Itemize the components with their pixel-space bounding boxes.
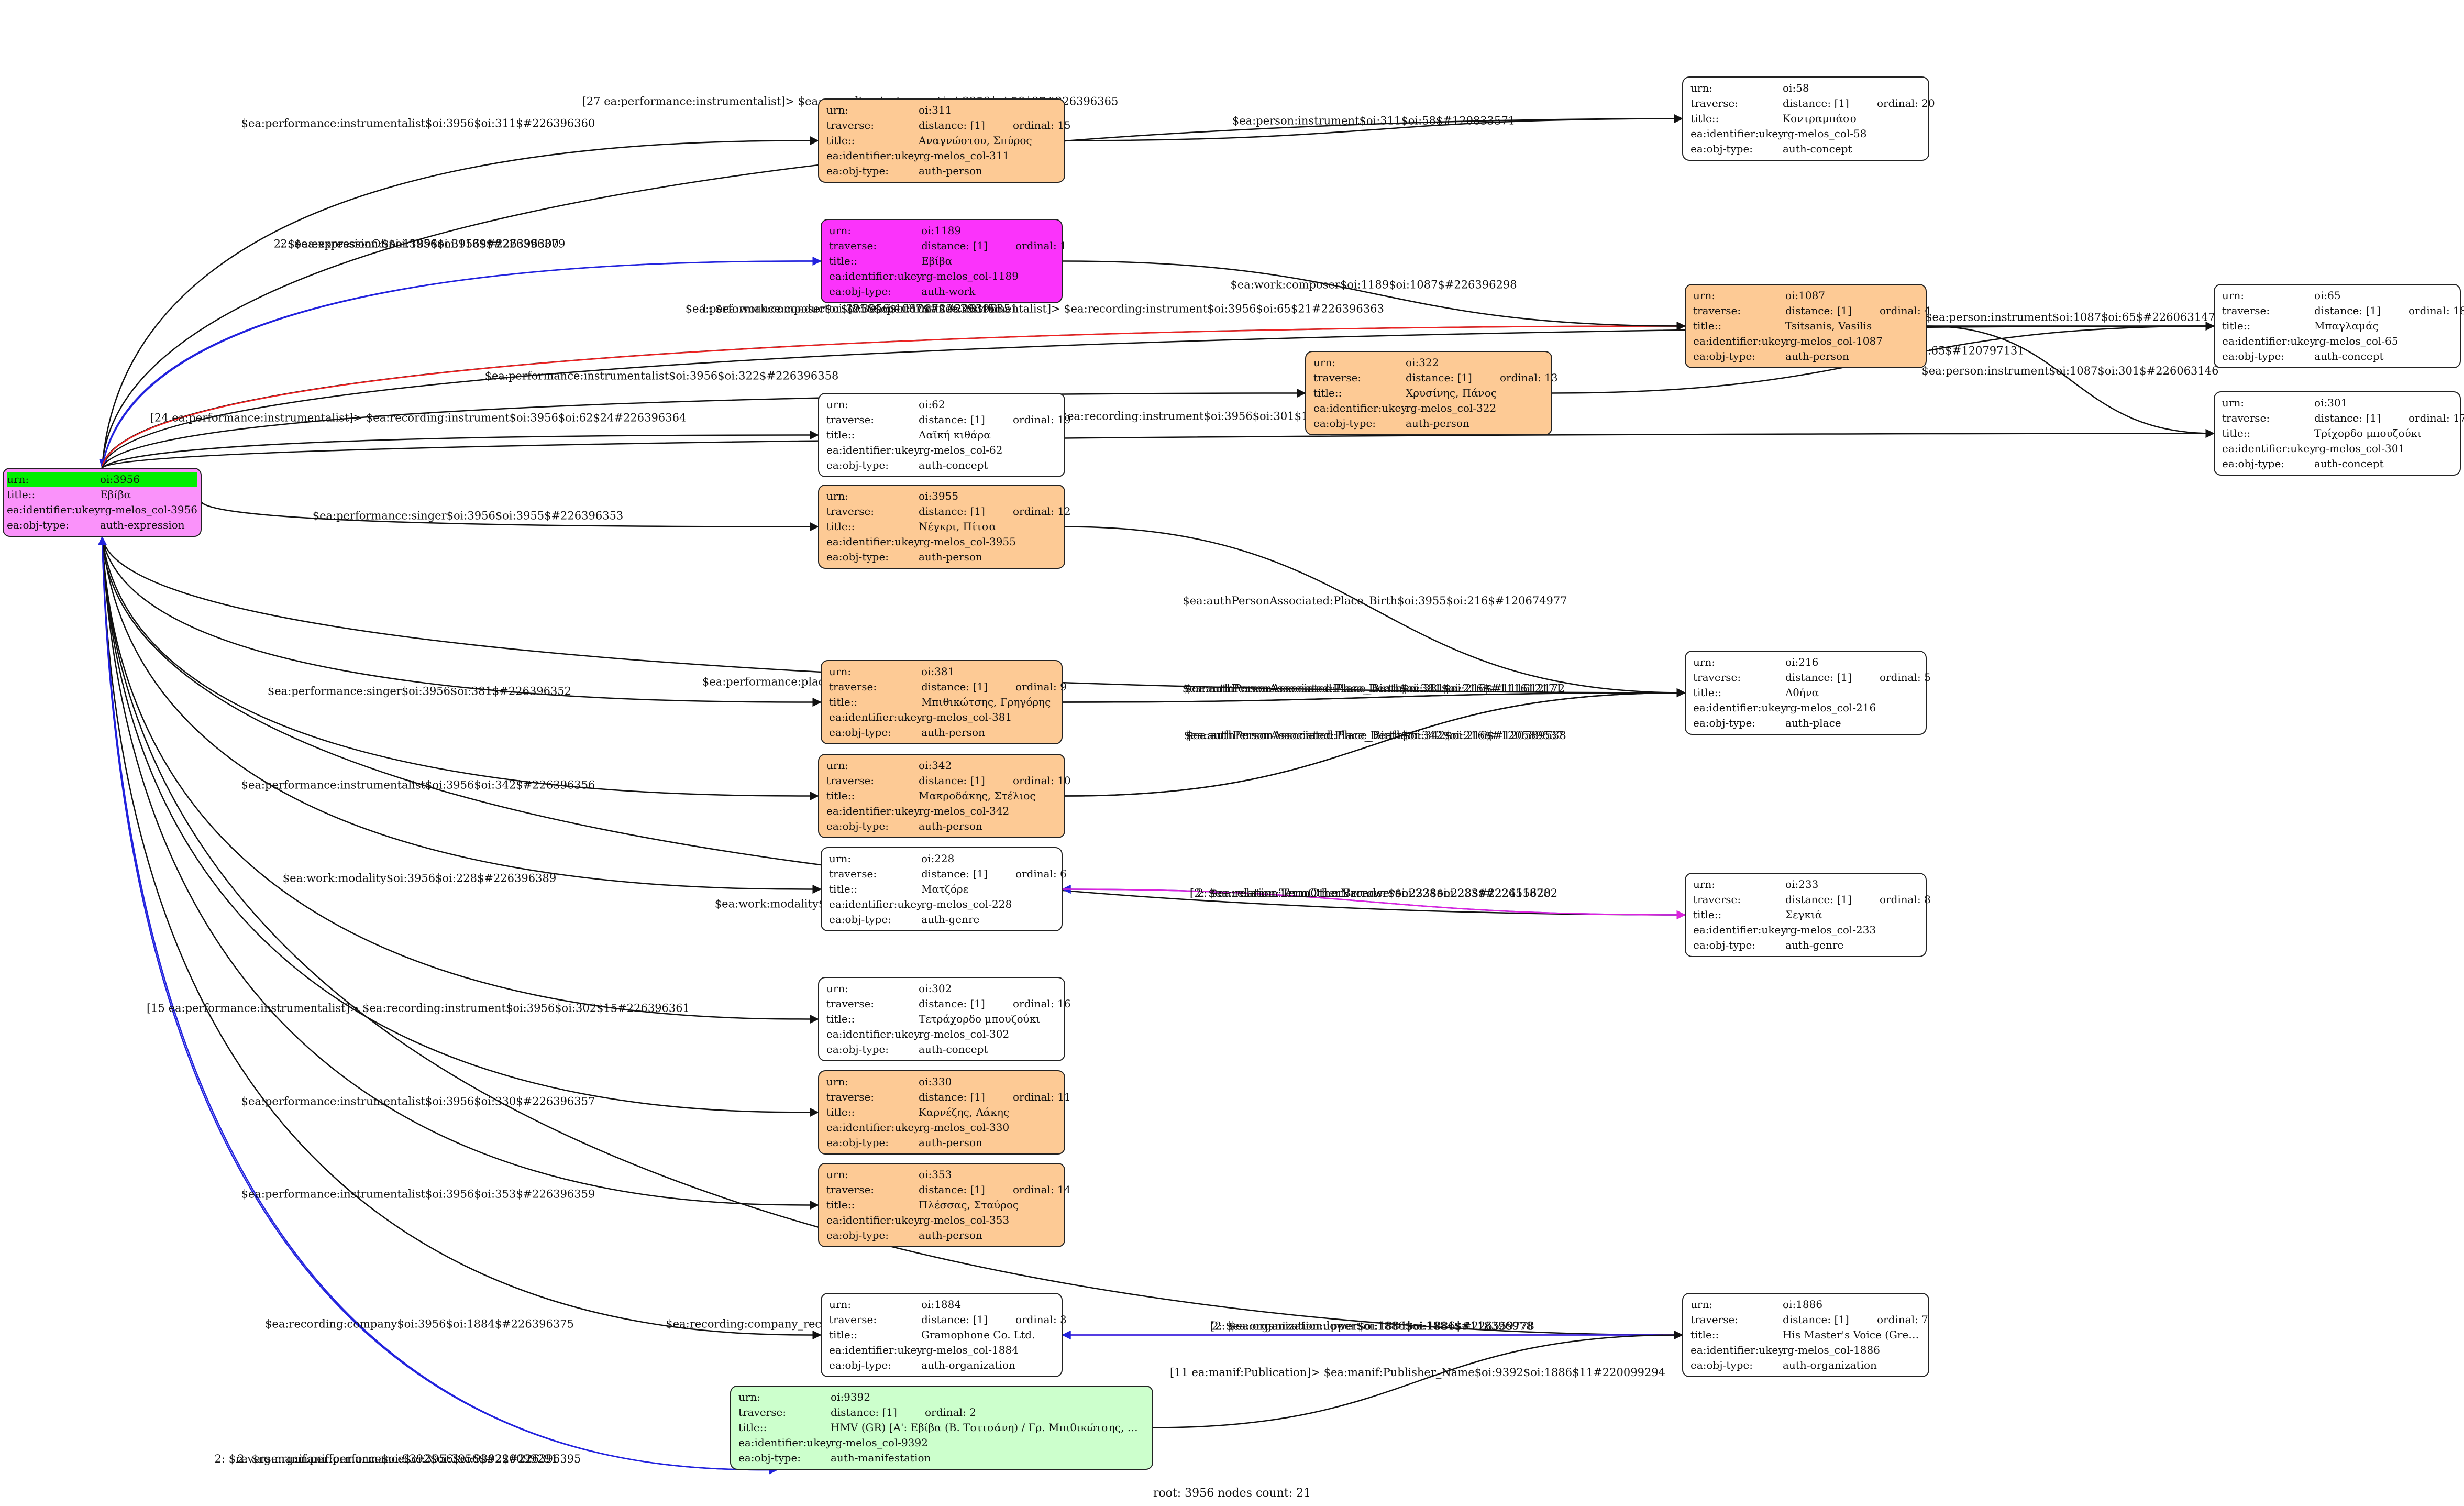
node-62[interactable]: urn:oi:62 traverse:distance: [1]ordinal:… [818,393,1071,477]
node-301[interactable]: urn:oi:301 traverse:distance: [1]ordinal… [2214,391,2464,476]
edge-label: [2: $ea:relation:TermOtherNarrower$oi:22… [1190,887,1557,899]
edge-label: $ea:authPersonAssociated:Place_Birth$oi:… [1186,729,1564,742]
edge-label: $ea:authPersonAssociated:Place_Death$oi:… [1183,683,1565,695]
edge-line [101,321,1686,468]
node-1886[interactable]: urn:oi:1886 traverse:distance: [1]ordina… [1682,1293,1929,1377]
edge-label: $ea:person:instrument$oi:311$oi:58$#1208… [1232,115,1515,127]
node-65[interactable]: urn:oi:65 traverse:distance: [1]ordinal:… [2214,284,2464,368]
edge-label: $ea:work:modality$oi:3956$oi:228$#226396… [283,872,556,885]
edge-label: [11 ea:manif:Publication]> $ea:manif:Pub… [1170,1366,1665,1379]
edge-line [101,536,822,707]
node-311[interactable]: urn:oi:311 traverse:distance: [1]ordinal… [818,98,1071,183]
edge-label: $ea:performance:instrumentalist$oi:3956$… [241,1188,595,1201]
edge-label: $ea:person:instrument$oi:1087$oi:65$#226… [1925,311,2215,324]
edge-label: 2: $ea:expressionOf:$oi:3956$oi:1189$#22… [274,238,566,250]
node-302[interactable]: urn:oi:302 traverse:distance: [1]ordinal… [818,977,1071,1061]
edge-line [1153,1330,1683,1428]
edge-line [102,430,819,468]
edge-line [1062,260,1686,331]
edge-line [101,536,822,1340]
edge-label: 2: $rg:manif:performance$oi:9392$oi:3956… [237,1453,558,1465]
node-322[interactable]: urn:oi:322 traverse:distance: [1]ordinal… [1305,351,1558,435]
edge-line [1926,325,2215,438]
edge-label: 2: $ea:organization:upper$oi:1886$oi:188… [1212,1320,1533,1333]
edge-label: $ea:work:composer$oi:1189$oi:1087$#22639… [1230,279,1517,291]
edge-label: $ea:recording:company$oi:3956$oi:1884$#2… [265,1318,574,1331]
edge-label: 2: $ea:expression:$oi:1189$oi:3956$#2263… [280,238,559,250]
edge-label: $ea:performance:instrumentalist$oi:3956$… [485,370,839,382]
edge-line [99,260,821,469]
node-3955[interactable]: urn:oi:3955 traverse:distance: [1]ordina… [818,485,1071,569]
node-row-urn: urn:oi:3956 [7,472,197,487]
node-216[interactable]: urn:oi:216 traverse:distance: [1]ordinal… [1685,651,1931,735]
footer-caption: root: 3956 nodes count: 21 [1153,1487,1311,1500]
edge-line [101,536,822,894]
edge-label: 2: $reverse:rg:manif:performance$oi:3956… [215,1453,581,1465]
edge-label: $ea:performance:singer$oi:3956$oi:3955$#… [313,510,624,522]
edge-label: 2: $ea:relation:TermOtherBroader$oi:233$… [1197,887,1551,899]
node-row-type: ea:obj-type:auth-expression [7,519,185,531]
node-228[interactable]: urn:oi:228 traverse:distance: [1]ordinal… [821,847,1067,931]
edge-line [1062,688,1686,703]
edge-line [101,536,819,1117]
edge-label: $ea:person:instrument$oi:1087$oi:301$#22… [1922,365,2219,377]
edge-label: $ea:authPersonAssociated:Place_Death$oi:… [1184,729,1566,742]
node-1884[interactable]: urn:oi:1884 traverse:distance: [1]ordina… [821,1293,1067,1377]
edge-label: [24 ea:performance:instrumentalist]> $ea… [150,412,687,424]
edge-label: $ea:authPersonAssociated:Place_Birth$oi:… [1183,595,1567,607]
edge-line [101,536,819,1024]
edge-label: $ea:performance:instrumentalist$oi:3956$… [241,117,595,130]
edge-line [101,136,819,468]
node-233[interactable]: urn:oi:233 traverse:distance: [1]ordinal… [1685,873,1931,957]
edge-label: $ea:performance:instrumentalist$oi:3956$… [241,779,595,792]
edge-label: $ea:performance:instrumentalist$oi:3956$… [241,1095,595,1108]
edge-line [101,536,819,801]
edge-line [101,536,778,1475]
node-1189[interactable]: urn:oi:1189 traverse:distance: [1]ordina… [821,219,1067,303]
node-381[interactable]: urn:oi:381 traverse:distance: [1]ordinal… [821,660,1067,744]
node-1087[interactable]: urn:oi:1087 traverse:distance: [1]ordina… [1685,284,1931,368]
node-row-title: title::Εβίβα [7,488,131,501]
edge-line [101,388,1306,468]
edge-line [101,256,822,468]
edge-line [1065,688,1686,797]
edge-line [201,502,819,532]
node-353[interactable]: urn:oi:353 traverse:distance: [1]ordinal… [818,1163,1071,1247]
edge-label: $ea:performance:conductor$oi:3956$oi:108… [686,303,1018,315]
node-9392[interactable]: urn:oi:9392 traverse:distance: [1]ordina… [730,1386,1153,1470]
edge-line [1065,526,1686,698]
edge-line [1065,114,1683,141]
node-330[interactable]: urn:oi:330 traverse:distance: [1]ordinal… [818,1070,1071,1155]
edge-label: [21 ea:performance:instrumentalist]> $ea… [848,303,1384,315]
edge-label: $ea:authPersonAssociated:Place_Birth$oi:… [1185,683,1563,695]
edge-label: [2: $ea:organization:lower$oi:1884$oi:18… [1210,1320,1534,1333]
node-342[interactable]: urn:oi:342 traverse:distance: [1]ordinal… [818,754,1071,838]
edge-line [102,428,2215,468]
edge-line [1062,888,1686,920]
edge-line [101,536,819,1210]
root-node-3956[interactable]: urn:oi:3956 title::Εβίβα ea:identifier:u… [3,468,202,537]
edge-label: [15 ea:performance:instrumentalist]> $ea… [147,1002,690,1015]
edge-label: 1: $ea:work:composer$oi:3956$oi:1087$#22… [701,303,1002,315]
edge-label: $ea:performance:singer$oi:3956$oi:381$#2… [268,685,571,698]
node-58[interactable]: urn:oi:58 traverse:distance: [1]ordinal:… [1682,76,1935,161]
